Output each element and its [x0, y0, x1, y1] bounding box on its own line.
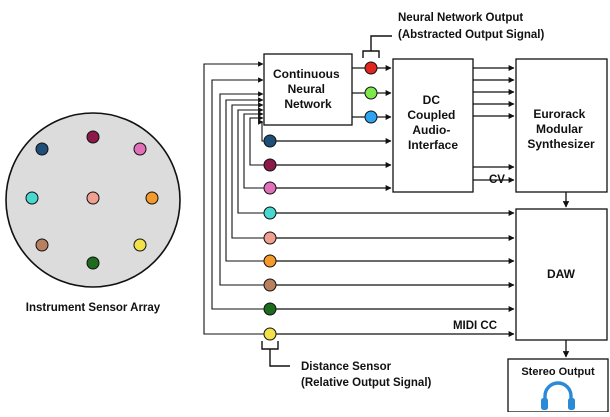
- sensor-feed-wire-navy: [261, 122, 264, 142]
- sensor-node-salmon: [263, 231, 277, 245]
- nn-output-line-1: Neural Network Output: [398, 12, 523, 24]
- headphones-band: [543, 381, 573, 405]
- array-sensor-yellow: [133, 238, 147, 252]
- sensor-array-label: Instrument Sensor Array: [26, 302, 161, 314]
- array-sensor-navy: [35, 142, 49, 156]
- distance-sensor-line-2: (Relative Output Signal): [301, 377, 432, 389]
- sensor-feed-wire-brown: [219, 93, 264, 286]
- daw-box: [515, 208, 608, 341]
- dc-interface-line-2: Coupled: [407, 108, 455, 122]
- signal-nodes: [263, 61, 378, 341]
- nn-output-node-lime: [364, 86, 378, 100]
- array-sensor-dots: [25, 130, 159, 270]
- midi-cc-label: MIDI CC: [453, 320, 497, 332]
- array-sensor-salmon: [86, 191, 100, 205]
- sensor-feed-wire-pink: [243, 113, 264, 189]
- sensor-node-orange: [263, 254, 277, 268]
- sensor-node-maroon: [263, 158, 277, 172]
- continuous-neural-network-box: [263, 53, 353, 126]
- stereo-output-label: Stereo Output: [521, 366, 595, 378]
- nn-output-label: Neural Network Output (Abstracted Output…: [398, 12, 544, 41]
- dc-interface-line-4: Interface: [408, 138, 458, 152]
- nn-output-bracket: [362, 35, 392, 58]
- eurorack-modular-synthesizer-box: [515, 58, 608, 193]
- nn-output-node-blue: [364, 110, 378, 124]
- array-sensor-pink: [133, 142, 147, 156]
- distance-sensor-line-1: Distance Sensor: [301, 361, 392, 373]
- stereo-output-box: [507, 358, 609, 413]
- eurorack-line-2: Modular: [536, 122, 583, 136]
- sensor-feed-wire-cyan: [237, 109, 264, 214]
- nn-output-node-red: [364, 61, 378, 75]
- continuous-nn-line-3: Network: [284, 97, 332, 111]
- continuous-nn-line-2: Neural: [288, 82, 325, 96]
- sensor-feed-wire-salmon: [231, 104, 264, 239]
- dc-coupled-audio-interface-box: [392, 58, 474, 193]
- headphones-right-cup: [568, 398, 575, 410]
- signal-wires: [203, 61, 515, 337]
- headphones-left-cup: [541, 398, 548, 410]
- eurorack-label: Eurorack Modular Synthesizer: [527, 107, 595, 151]
- sensor-node-yellow: [263, 327, 277, 341]
- headphones-icon: [541, 381, 575, 410]
- sensor-node-brown: [263, 278, 277, 292]
- distance-sensor-label: Distance Sensor (Relative Output Signal): [301, 361, 432, 389]
- dc-interface-line-3: Audio-: [412, 123, 450, 137]
- array-sensor-green: [86, 256, 100, 270]
- eurorack-line-1: Eurorack: [533, 107, 585, 121]
- sensor-node-green: [263, 302, 277, 316]
- continuous-nn-label: Continuous Neural Network: [273, 67, 343, 111]
- array-sensor-orange: [145, 191, 159, 205]
- sensor-node-pink: [263, 181, 277, 195]
- dc-interface-line-1: DC: [423, 93, 441, 107]
- array-sensor-brown: [35, 238, 49, 252]
- sensor-node-cyan: [263, 206, 277, 220]
- dc-interface-label: DC Coupled Audio- Interface: [407, 93, 458, 152]
- array-sensor-cyan: [25, 191, 39, 205]
- eurorack-line-3: Synthesizer: [527, 137, 595, 151]
- sensor-node-navy: [263, 134, 277, 148]
- nn-output-line-2: (Abstracted Output Signal): [398, 29, 544, 41]
- array-sensor-maroon: [86, 130, 100, 144]
- daw-label: DAW: [547, 267, 576, 281]
- continuous-nn-line-1: Continuous: [273, 67, 340, 81]
- distance-sensor-bracket: [261, 341, 290, 367]
